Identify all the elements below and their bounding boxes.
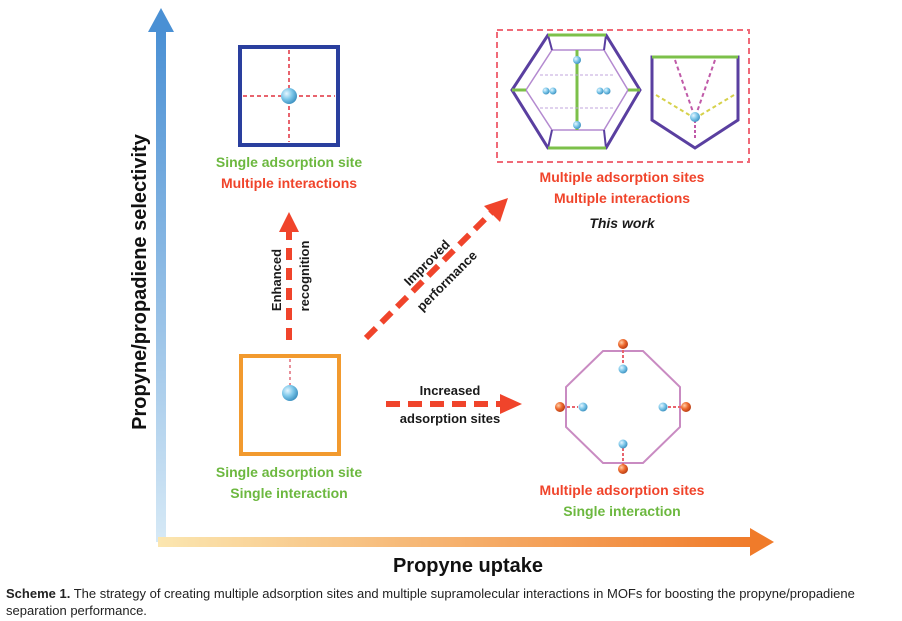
y-axis-title: Propyne/propadiene selectivity bbox=[129, 133, 151, 430]
single-site-multiple-interaction-frame bbox=[238, 45, 340, 147]
enhanced-recognition-arrow bbox=[279, 212, 299, 340]
caption-label: Scheme 1. bbox=[6, 586, 71, 601]
caption-text: The strategy of creating multiple adsorp… bbox=[6, 586, 855, 618]
horizontal-arrow-label-1: Increased bbox=[420, 383, 481, 398]
bottom-right-label-1: Multiple adsorption sites bbox=[540, 482, 705, 498]
multi-interaction-pocket-structure bbox=[650, 55, 740, 150]
multi-site-cage-structure bbox=[510, 33, 642, 150]
top-left-label-2: Multiple interactions bbox=[221, 175, 357, 191]
bottom-right-label-2: Single interaction bbox=[563, 503, 680, 519]
top-left-label-1: Single adsorption site bbox=[216, 154, 362, 170]
top-right-label-1: Multiple adsorption sites bbox=[540, 169, 705, 185]
figure-caption: Scheme 1. The strategy of creating multi… bbox=[6, 585, 896, 619]
y-axis-arrow bbox=[148, 8, 174, 542]
top-right-label-2: Multiple interactions bbox=[554, 190, 690, 206]
bottom-left-label-2: Single interaction bbox=[230, 485, 347, 501]
horizontal-arrow-label-2: adsorption sites bbox=[400, 411, 500, 426]
vertical-arrow-label-2: recognition bbox=[297, 241, 312, 312]
increased-sites-arrow bbox=[386, 394, 522, 414]
multi-site-single-interaction-octagon bbox=[555, 339, 691, 474]
x-axis-arrow bbox=[158, 528, 774, 556]
bottom-left-label-1: Single adsorption site bbox=[216, 464, 362, 480]
this-work-box bbox=[496, 29, 750, 163]
vertical-arrow-label-1: Enhanced bbox=[269, 249, 284, 311]
x-axis-title: Propyne uptake bbox=[393, 555, 543, 577]
improved-performance-arrow bbox=[363, 198, 508, 341]
single-site-single-interaction-frame bbox=[239, 354, 341, 456]
this-work-label: This work bbox=[589, 215, 656, 231]
